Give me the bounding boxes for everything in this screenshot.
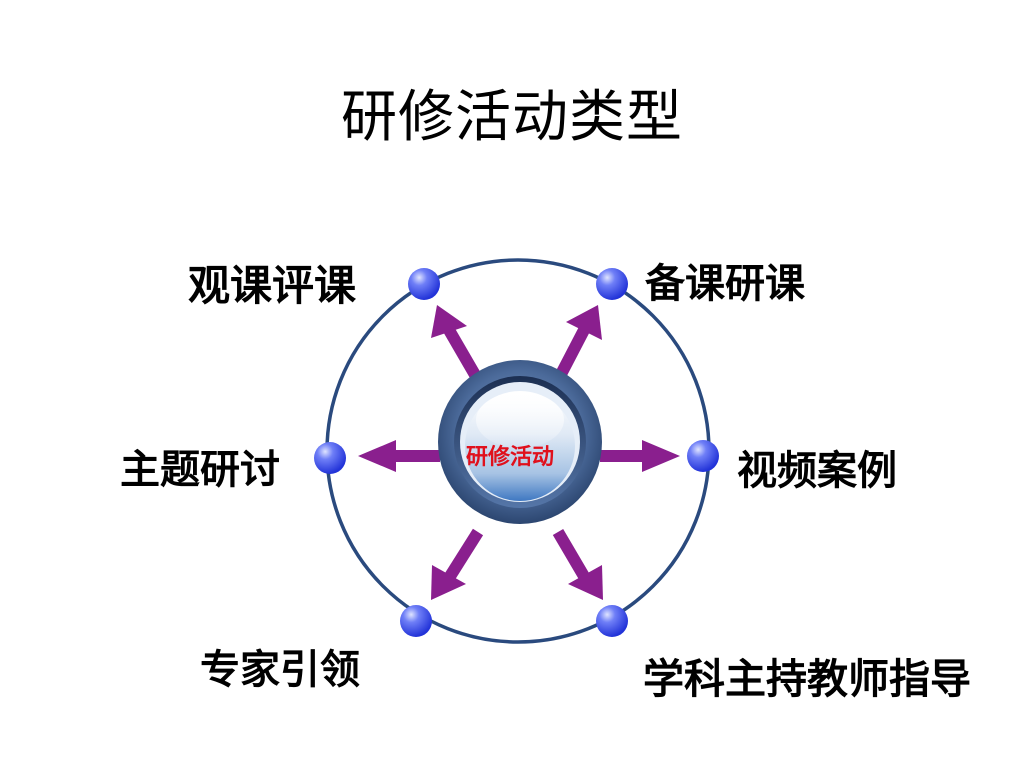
node-dot-zhuti [314,442,346,474]
node-label-shipin: 视频案例 [737,448,897,494]
node-dot-shipin [687,440,719,472]
arrow-to-guanke [431,305,484,384]
node-dot-guanke [408,268,440,300]
hub [438,360,602,524]
slide-title: 研修活动类型 [341,85,683,150]
arrow-to-xueke [552,528,603,600]
node-dot-beike [596,268,628,300]
node-dot-zhuanjia [400,605,432,637]
arrow-to-zhuti [358,440,440,472]
arrow-to-beike [552,305,602,383]
arrow-to-shipin [600,440,680,472]
node-label-beike: 备课研课 [645,261,805,307]
node-label-guanke: 观课评课 [188,261,357,310]
node-label-xueke: 学科主持教师指导 [643,655,971,703]
hub-label: 研修活动 [465,445,554,470]
arrow-to-zhuanjia [431,528,484,600]
node-label-zhuanjia: 专家引领 [200,647,360,693]
node-label-zhuti: 主题研讨 [120,447,280,493]
node-dot-xueke [596,605,628,637]
